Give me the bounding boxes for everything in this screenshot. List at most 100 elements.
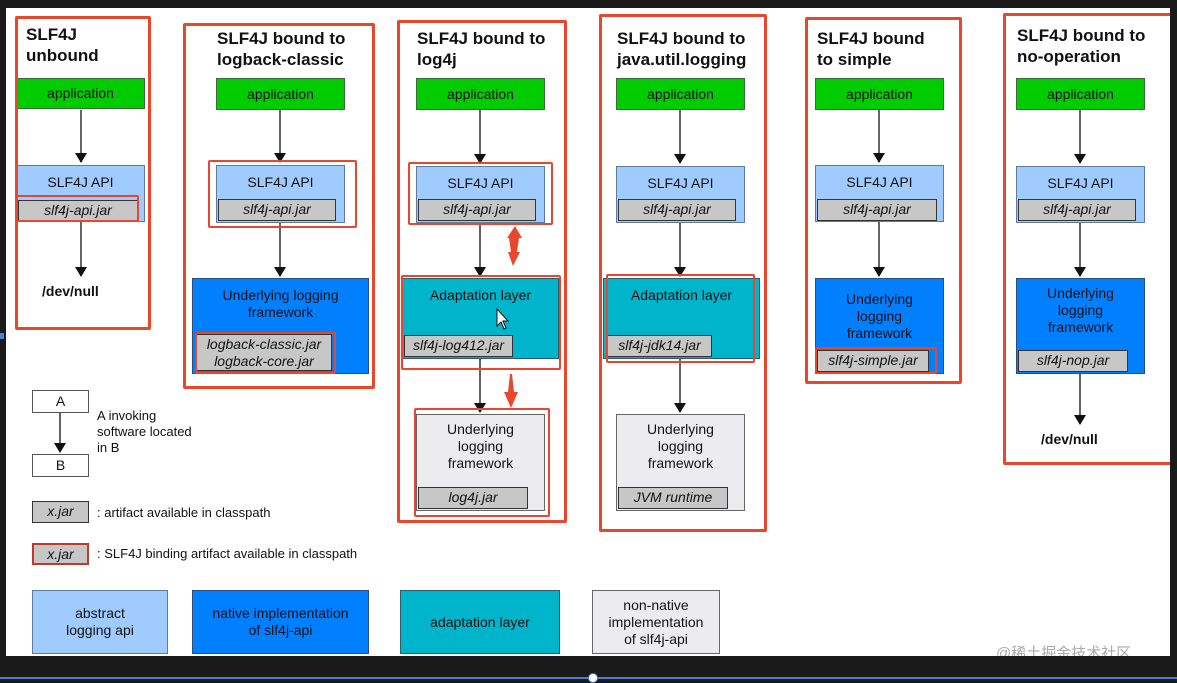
highlight-underlying-framework — [414, 408, 550, 517]
application-box: application — [815, 78, 944, 110]
highlight-adaptation-layer — [606, 274, 755, 363]
window-frame-right — [1170, 0, 1177, 682]
legend-line: software located — [97, 424, 192, 439]
box-label: Adaptation layer — [630, 287, 733, 303]
red-down-arrow — [504, 374, 518, 408]
column-title-logback: SLF4J bound to logback-classic — [217, 28, 345, 70]
highlight-column-logback — [183, 23, 375, 389]
jvm-runtime-jar: JVM runtime — [618, 487, 728, 509]
highlight-api-box — [208, 160, 357, 228]
box-label: Underlying logging — [222, 287, 339, 303]
legend-line: of slf4j-api — [248, 622, 313, 638]
legend-line: abstract — [75, 605, 125, 621]
column-title-log4j: SLF4J bound to log4j — [417, 28, 545, 70]
slf4j-api-jar: slf4j-api.jar — [618, 199, 736, 221]
highlight-simple-jar — [815, 347, 937, 374]
title-line: SLF4J bound — [817, 29, 925, 48]
box-label: SLF4J API — [247, 174, 314, 190]
box-label: SLF4J API — [447, 175, 514, 191]
box-label: application — [47, 85, 114, 101]
box-label: application — [247, 85, 314, 102]
highlight-logback-jars — [195, 332, 336, 374]
dev-null-label: /dev/null — [42, 283, 99, 299]
box-label: framework — [1047, 319, 1114, 335]
box-label: Adaptation layer — [429, 287, 532, 303]
box-label: logging — [856, 308, 903, 324]
box-label: Underlying — [447, 421, 514, 437]
legend-jar-desc: : artifact available in classpath — [97, 505, 271, 520]
legend-binding-desc: : SLF4J binding artifact available in cl… — [97, 546, 358, 561]
box-label: adaptation layer — [430, 613, 530, 630]
legend-box-a: A — [32, 390, 89, 413]
legend-line: logging api — [66, 622, 134, 638]
highlight-api-box — [408, 162, 553, 225]
dev-null-label: /dev/null — [1041, 431, 1098, 447]
slf4j-log412-jar: slf4j-log412.jar — [404, 335, 513, 357]
box-label: application — [647, 85, 714, 102]
highlight-column-log4j — [397, 20, 567, 523]
box-label: A — [55, 393, 66, 409]
legend-line: A invoking — [97, 408, 157, 423]
legend-line: of slf4j-api — [624, 630, 688, 647]
legend-invoke-text: A invoking software located in B — [97, 408, 192, 456]
box-label: SLF4J API — [647, 175, 714, 191]
highlight-column-jul — [599, 14, 767, 532]
slf4j-nop-jar: slf4j-nop.jar — [1018, 350, 1128, 372]
title-line: unbound — [26, 46, 99, 65]
column-title-simple: SLF4J bound to simple — [817, 28, 925, 70]
legend-box-b: B — [32, 454, 89, 477]
application-box: application — [216, 78, 345, 110]
mouse-cursor-icon — [496, 307, 510, 330]
resize-handle-left[interactable] — [0, 333, 4, 339]
slf4j-api-jar: slf4j-api.jar — [817, 199, 937, 221]
highlight-api-jar — [16, 195, 139, 222]
legend-binding-sample: x.jar — [32, 543, 89, 565]
title-line: logback-classic — [217, 50, 344, 69]
box-label: framework — [247, 304, 314, 320]
application-box: application — [616, 78, 745, 110]
box-label: logging — [657, 438, 704, 454]
title-line: SLF4J — [26, 25, 78, 44]
logback-jars: logback-classic.jar logback-core.jar — [196, 334, 332, 371]
legend-line: implementation — [608, 613, 704, 630]
highlight-column-simple — [805, 17, 962, 384]
legend-abstract-api: abstract logging api — [32, 590, 168, 654]
application-box: application — [1016, 78, 1145, 110]
legend-line: non-native — [623, 596, 689, 613]
slf4j-api-jar: slf4j-api.jar — [418, 199, 536, 221]
title-line: SLF4J bound to — [1017, 26, 1146, 45]
slf4j-jdk14-jar: slf4j-jdk14.jar — [607, 335, 712, 357]
box-label: B — [55, 457, 66, 473]
box-label: application — [447, 85, 514, 102]
column-title-nop: SLF4J bound to no-operation — [1017, 25, 1145, 67]
box-label: Underlying — [647, 421, 714, 437]
slf4j-api-jar: slf4j-api.jar — [1018, 199, 1136, 221]
window-frame-top — [0, 0, 1177, 8]
title-line: log4j — [417, 50, 457, 69]
window-frame-left — [0, 0, 6, 682]
box-label: Underlying — [846, 291, 913, 307]
box-label: application — [1047, 85, 1114, 102]
box-label: SLF4J API — [47, 174, 114, 190]
box-label: framework — [846, 325, 913, 341]
box-label: framework — [647, 455, 714, 471]
red-up-arrow — [507, 226, 522, 266]
legend-line: in B — [97, 440, 120, 455]
title-line: SLF4J bound to — [217, 29, 346, 48]
application-box: application — [16, 78, 145, 109]
jar-label: logback-core.jar — [214, 353, 314, 369]
highlight-column-nop — [1003, 13, 1173, 465]
legend-adaptation-layer: adaptation layer — [400, 590, 560, 654]
box-label: Underlying — [1047, 285, 1114, 301]
column-title-jul: SLF4J bound to java.util.logging — [617, 28, 746, 70]
legend-native-impl: native implementation of slf4j-api — [192, 590, 369, 654]
box-label: framework — [447, 455, 514, 471]
title-line: java.util.logging — [617, 50, 747, 69]
box-label: logging — [1057, 302, 1104, 318]
title-line: SLF4J bound to — [617, 29, 746, 48]
box-label: SLF4J API — [846, 174, 913, 190]
slf4j-simple-jar: slf4j-simple.jar — [817, 350, 929, 372]
slf4j-api-jar: slf4j-api.jar — [218, 199, 336, 221]
